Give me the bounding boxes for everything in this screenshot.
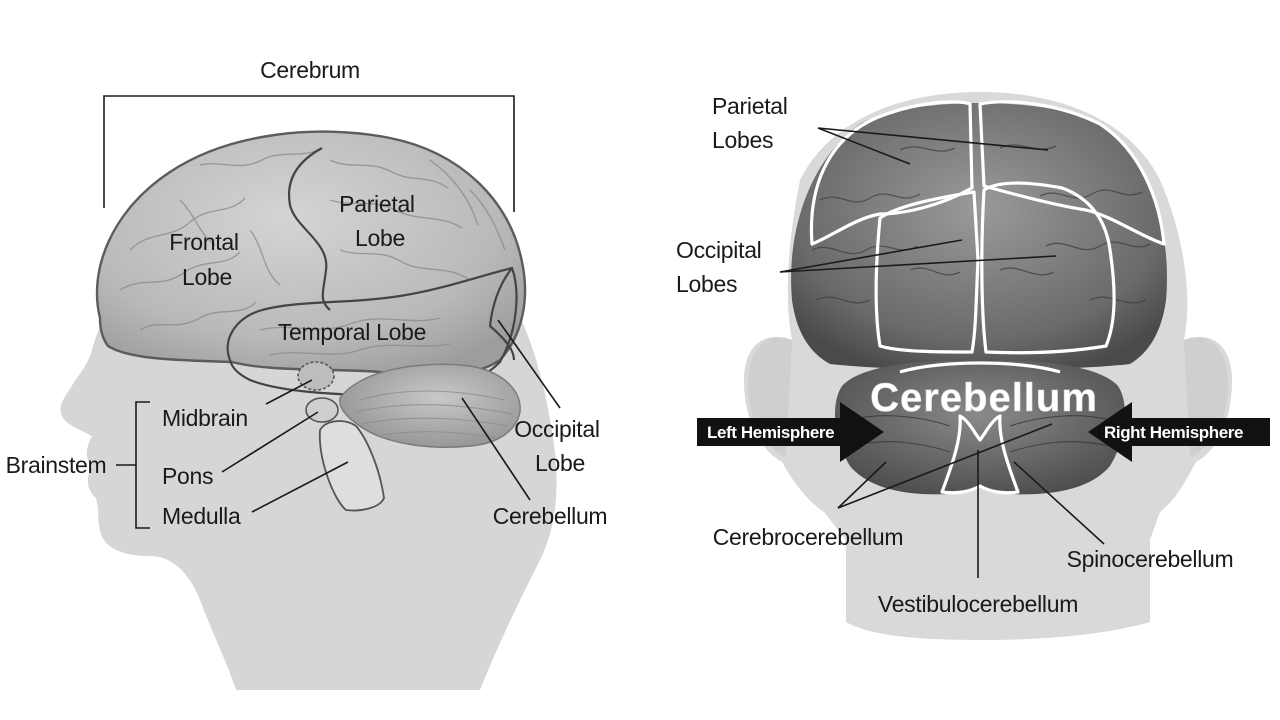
central-sulcus — [287, 147, 331, 311]
gyri-texture — [119, 149, 506, 356]
parietal-lobes-label: Parietal Lobes — [712, 93, 794, 153]
rear-lobe-outlines — [809, 100, 1166, 355]
medulla-label: Medulla — [162, 503, 241, 529]
occipital-lobes-label: Occipital Lobes — [676, 237, 768, 297]
midbrain-leader — [265, 379, 313, 405]
temporal-lobe-label: Temporal Lobe — [278, 319, 426, 345]
occipital-lobe-label: Occipital Lobe — [514, 416, 606, 476]
cerebellum-shape — [339, 363, 521, 448]
parietal-leader-2 — [817, 127, 1049, 151]
medulla-leader — [251, 461, 349, 513]
cerebellum-rear-title: Cerebellum — [870, 376, 1098, 420]
pons-leader — [221, 411, 319, 473]
occipital-leader-2 — [779, 255, 1057, 273]
cerebrocerebellum-leader-2 — [837, 423, 1053, 509]
spinocerebellum-leader — [1013, 461, 1105, 545]
rear-view: Cerebellum Left Hemisphere Right Hemisph… — [676, 92, 1270, 640]
cerebellum-folia — [355, 390, 513, 439]
occipital-lobe-outline — [488, 267, 516, 361]
occipital-leader-1 — [779, 239, 963, 273]
temporal-lobe-outline — [226, 266, 518, 399]
left-hemisphere-label: Left Hemisphere — [707, 423, 834, 442]
spinocerebellum-label: Spinocerebellum — [1067, 546, 1234, 572]
rear-cerebellum-shape — [835, 361, 1125, 495]
cerebrum-label: Cerebrum — [260, 57, 360, 83]
rear-gyri-texture — [811, 144, 1151, 304]
cerebellum-leader — [461, 397, 531, 501]
parietal-lobe-label: Parietal Lobe — [339, 191, 421, 251]
brainstem-shape — [297, 361, 385, 512]
vermis-outline — [940, 414, 1020, 495]
frontal-lobe-label: Frontal Lobe — [169, 229, 245, 290]
cerebrocerebellum-leader-1 — [837, 461, 887, 509]
rear-cerebrum-shape — [791, 103, 1167, 370]
brainstem-bracket — [116, 401, 150, 529]
left-hemisphere-arrow: Left Hemisphere — [697, 402, 884, 462]
cerebellum-side-label: Cerebellum — [493, 503, 608, 529]
occipital-leader — [497, 319, 561, 409]
cerebellum-top-outline — [899, 361, 1061, 374]
parietal-leader-1 — [817, 127, 911, 165]
cerebrum-bracket — [103, 95, 515, 212]
vestibulocerebellum-label: Vestibulocerebellum — [878, 591, 1078, 617]
brainstem-label: Brainstem — [6, 452, 107, 478]
right-hemisphere-label: Right Hemisphere — [1104, 423, 1243, 442]
right-hemisphere-arrow: Right Hemisphere — [1088, 402, 1270, 462]
pons-label: Pons — [162, 463, 213, 489]
midbrain-label: Midbrain — [162, 405, 248, 431]
cerebrocerebellum-label: Cerebrocerebellum — [713, 524, 904, 550]
side-view: Cerebrum Frontal Lobe Parietal Lobe Temp… — [6, 57, 608, 690]
